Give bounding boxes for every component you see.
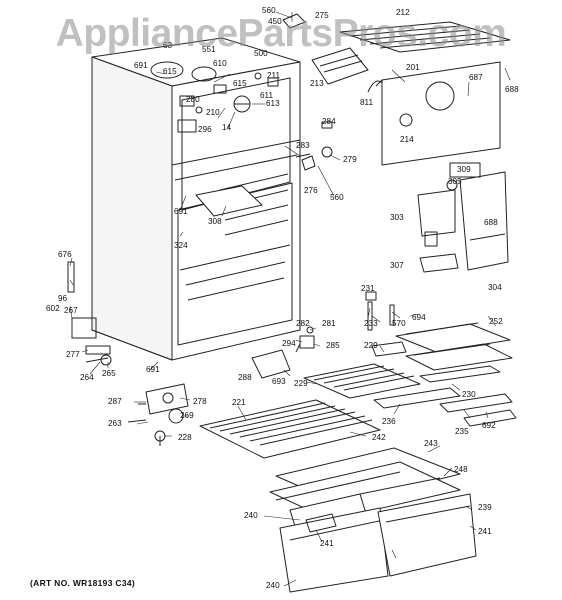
callout-265: 265 [102, 369, 116, 378]
small-parts [295, 121, 395, 331]
callout-248: 248 [454, 465, 468, 474]
callout-243: 243 [424, 439, 438, 448]
callout-267: 267 [64, 306, 78, 315]
callout-688: 688 [505, 85, 519, 94]
callout-280: 280 [186, 95, 200, 104]
callout-14: 14 [222, 123, 232, 132]
callout-240: 240 [244, 511, 258, 520]
callout-303: 303 [390, 213, 404, 222]
freezer-parts [150, 61, 279, 133]
callout-691: 691 [174, 207, 188, 216]
callout-231: 231 [361, 284, 375, 293]
callout-693: 693 [272, 377, 286, 386]
callout-500: 500 [254, 49, 268, 58]
callout-221: 221 [232, 398, 246, 407]
callout-240: 240 [266, 581, 280, 590]
callout-309: 309 [457, 165, 471, 174]
callout-228: 228 [178, 433, 192, 442]
callout-692: 692 [482, 421, 496, 430]
crisper-assembly [269, 447, 477, 593]
callout-229: 229 [364, 341, 378, 350]
callout-229: 229 [294, 379, 308, 388]
callout-252: 252 [489, 317, 503, 326]
callout-277: 277 [66, 350, 80, 359]
callout-241: 241 [320, 539, 334, 548]
callout-210: 210 [206, 108, 220, 117]
callout-96: 96 [58, 294, 68, 303]
callout-269: 269 [180, 411, 194, 420]
callout-279: 279 [343, 155, 357, 164]
callout-242: 242 [372, 433, 386, 442]
callout-324: 324 [174, 241, 188, 250]
callout-811: 811 [360, 98, 373, 107]
callout-688: 688 [484, 218, 498, 227]
callout-285: 285 [326, 341, 340, 350]
callout-236: 236 [382, 417, 396, 426]
callout-560: 560 [330, 193, 344, 202]
callout-691: 691 [146, 365, 160, 374]
callout-264: 264 [80, 373, 94, 382]
callout-214: 214 [400, 135, 414, 144]
callout-305: 305 [448, 177, 462, 186]
callout-263: 263 [108, 419, 122, 428]
callout-235: 235 [455, 427, 469, 436]
callout-687: 687 [469, 73, 483, 82]
callout-676: 676 [58, 250, 72, 259]
callout-283: 283 [296, 141, 310, 150]
control-parts [417, 162, 509, 273]
callout-308: 308 [208, 217, 222, 226]
shelves [199, 322, 517, 459]
callout-212: 212 [396, 8, 410, 17]
callout-691: 691 [134, 61, 148, 70]
callout-602: 602 [46, 304, 60, 313]
callout-304: 304 [488, 283, 502, 292]
callout-213: 213 [310, 79, 324, 88]
callout-239: 239 [478, 503, 492, 512]
callout-287: 287 [108, 397, 122, 406]
callout-615: 615 [163, 67, 177, 76]
callout-294: 294 [282, 339, 296, 348]
callout-610: 610 [213, 59, 227, 68]
callout-labels: 560 450 275 212 691 63 551 615 610 500 211 213 201 68… [46, 6, 519, 590]
callout-284: 284 [322, 117, 336, 126]
callout-307: 307 [390, 261, 404, 270]
callout-281: 281 [322, 319, 336, 328]
callout-570: 570 [392, 319, 406, 328]
callout-63: 63 [163, 41, 173, 50]
callout-282: 282 [296, 319, 310, 328]
panel-201 [375, 61, 501, 166]
callout-276: 276 [304, 186, 318, 195]
callout-450: 450 [268, 17, 282, 26]
callout-551: 551 [202, 45, 216, 54]
callout-201: 201 [406, 63, 420, 72]
callout-241: 241 [478, 527, 492, 536]
callout-230: 230 [462, 390, 476, 399]
callout-296: 296 [198, 125, 212, 134]
callout-275: 275 [315, 11, 329, 20]
callout-211: 211 [267, 71, 280, 80]
leader-lines [69, 11, 511, 587]
callout-611: 611 [260, 91, 273, 100]
cabinet [91, 37, 301, 361]
callout-615: 615 [233, 79, 247, 88]
callout-278: 278 [193, 397, 207, 406]
callout-288: 288 [238, 373, 252, 382]
callout-613: 613 [266, 99, 280, 108]
top-parts [282, 13, 511, 93]
callout-560: 560 [262, 6, 276, 15]
callout-233: 233 [364, 319, 378, 328]
callout-694: 694 [412, 313, 426, 322]
art-number: (ART NO. WR18193 C34) [30, 578, 136, 588]
